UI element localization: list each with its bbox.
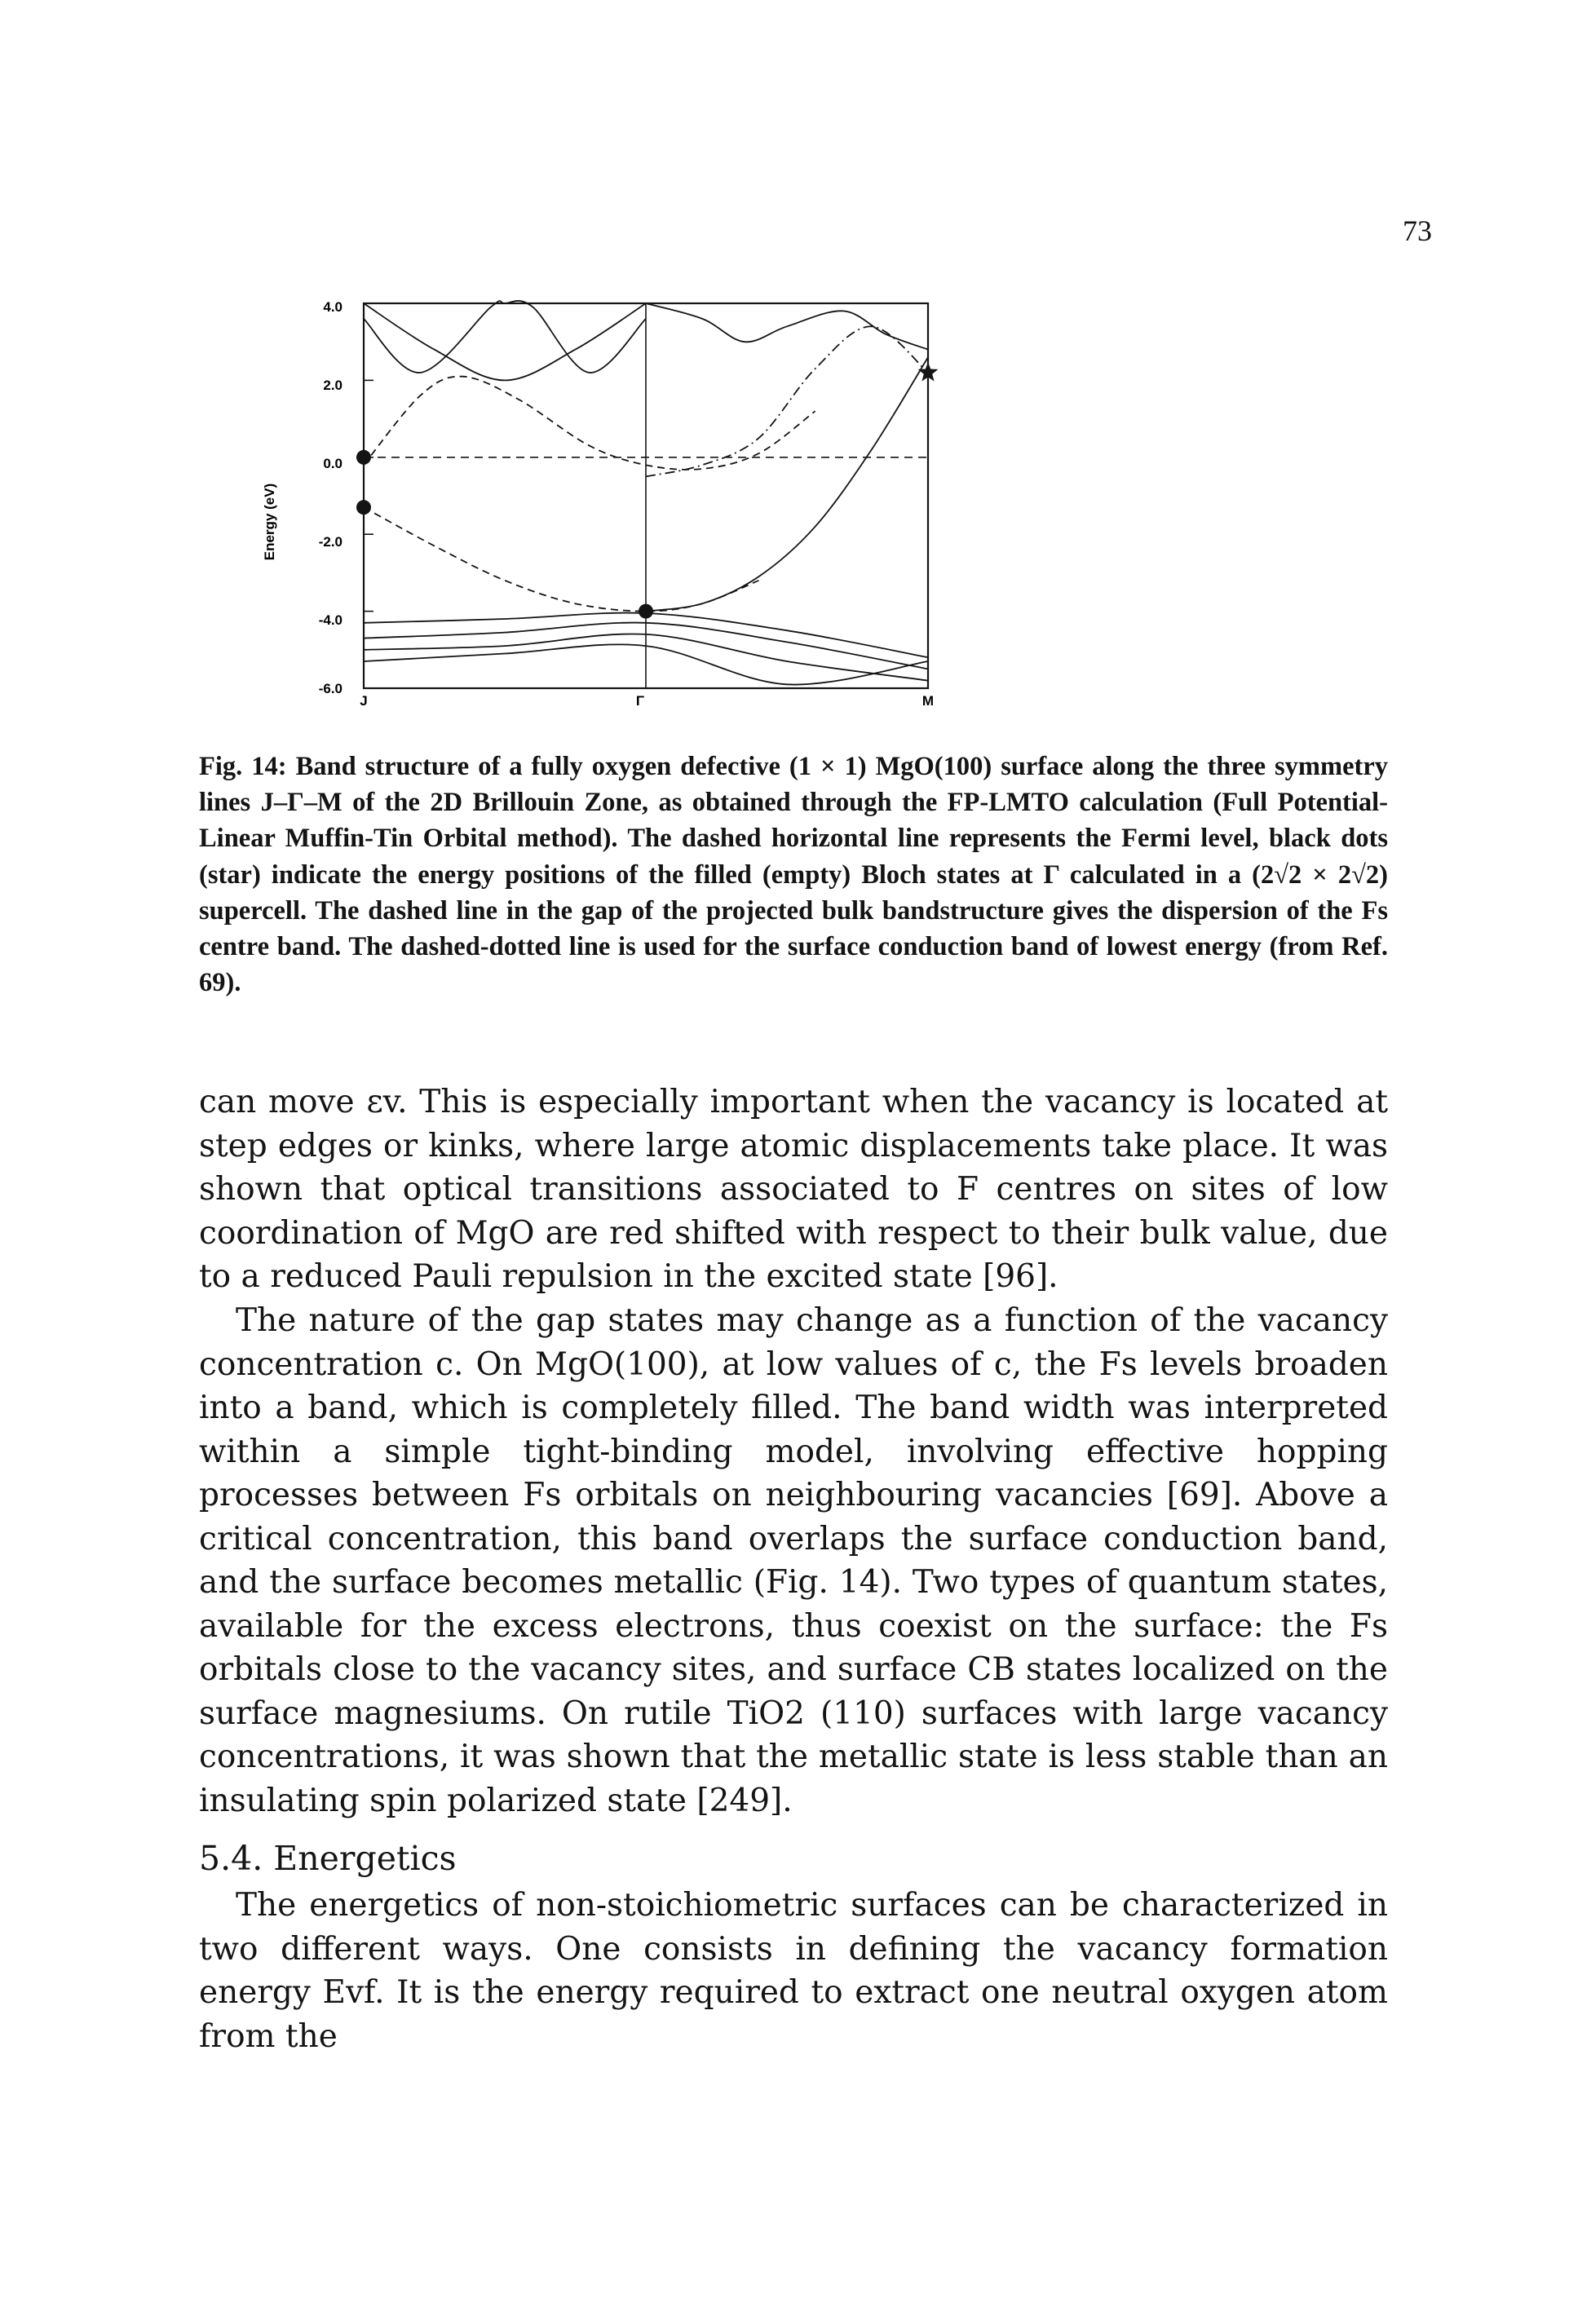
plot-layer	[356, 300, 939, 690]
x-tick-label-m: M	[922, 693, 934, 709]
band-line	[363, 633, 929, 682]
paragraph: can move εv. This is especially importan…	[199, 1084, 1388, 1295]
x-tick-label-j: J	[360, 693, 367, 709]
filled-state-dot	[639, 603, 653, 619]
figure-caption: Fig. 14: Band structure of a fully oxyge…	[199, 752, 1388, 998]
x-tick-labels: J Γ M	[360, 693, 934, 709]
filled-state-dot	[356, 500, 371, 515]
y-tick-labels: 4.0 2.0 0.0 -2.0 -4.0 -6.0	[319, 299, 343, 696]
y-tick-label: -6.0	[319, 681, 343, 696]
y-tick-label: 2.0	[323, 378, 343, 393]
page-number: 73	[1403, 214, 1432, 247]
filled-state-dot	[356, 449, 371, 465]
y-tick-label: -4.0	[319, 612, 343, 628]
x-tick-label-gamma: Γ	[636, 693, 644, 709]
y-tick-label: 0.0	[323, 456, 343, 471]
y-tick-label: -2.0	[319, 534, 343, 550]
surface-cb-line	[645, 325, 929, 478]
y-tick-label: 4.0	[323, 299, 343, 315]
fs-band-line	[363, 375, 816, 471]
y-axis-label: Energy (eV)	[262, 484, 277, 560]
fs-band-line	[363, 506, 759, 612]
paragraph: The energetics of non-stoichiometric sur…	[199, 1887, 1388, 2055]
empty-state-star	[917, 362, 939, 382]
band-line	[363, 621, 929, 670]
paragraph: The nature of the gap states may change …	[199, 1302, 1388, 1819]
band-structure-figure: Energy (eV) 4.0 2.0 0.0 -2.0 -4.0 -6.0 J…	[262, 299, 939, 709]
section-heading: 5.4. Energetics	[199, 1839, 457, 1878]
band-line	[645, 356, 929, 612]
band-line	[363, 643, 929, 686]
band-line	[363, 300, 647, 373]
band-line	[645, 303, 929, 351]
band-line	[363, 303, 647, 382]
